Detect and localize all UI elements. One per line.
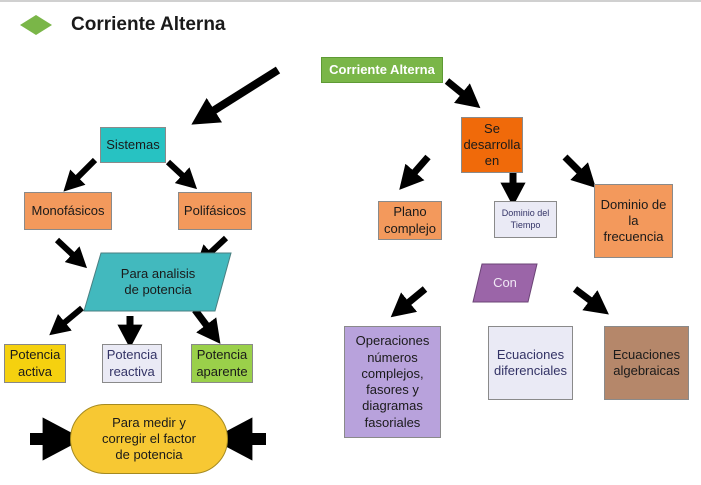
node-dominio-frecuencia: Dominio de la frecuencia xyxy=(594,184,673,258)
node-para-analisis: Para analisis de potencia xyxy=(120,265,196,297)
node-se-desarrolla: Se desarrolla en xyxy=(461,117,523,173)
node-sistemas: Sistemas xyxy=(100,127,166,163)
node-potencia-aparente: Potencia aparente xyxy=(191,344,253,383)
node-potencia-reactiva: Potencia reactiva xyxy=(102,344,162,383)
node-plano-complejo: Plano complejo xyxy=(378,201,442,240)
node-ecuaciones-diferenciales: Ecuaciones diferenciales xyxy=(488,326,573,400)
node-monofasicos: Monofásicos xyxy=(24,192,112,230)
page-title: Corriente Alterna xyxy=(71,14,226,35)
node-dominio-tiempo: Dominio del Tiempo xyxy=(494,201,557,238)
node-con: Con xyxy=(493,274,517,290)
node-polifasicos: Polifásicos xyxy=(178,192,252,230)
node-root: Corriente Alterna xyxy=(321,57,443,83)
node-potencia-activa: Potencia activa xyxy=(4,344,66,383)
node-ecuaciones-algebraicas: Ecuaciones algebraicas xyxy=(604,326,689,400)
node-operaciones: Operaciones números complejos, fasores y… xyxy=(344,326,441,438)
green-diamond-icon xyxy=(20,15,52,35)
node-para-medir: Para medir y corregir el factor de poten… xyxy=(70,404,228,474)
node-con-shape xyxy=(472,263,538,303)
top-border xyxy=(0,0,701,2)
node-para-analisis-shape xyxy=(83,252,232,312)
